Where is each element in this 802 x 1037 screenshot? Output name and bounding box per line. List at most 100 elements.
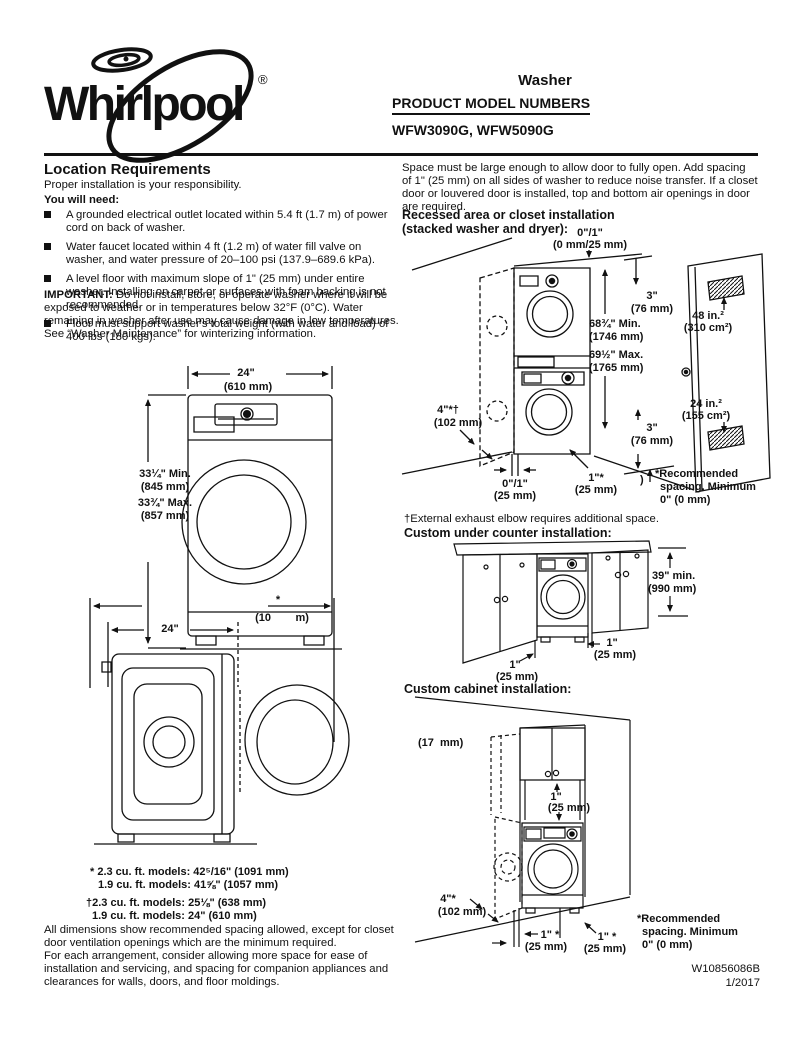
stacked-note-line3: 0" (0 mm) (660, 494, 711, 506)
stacked-top-gap-in: 0"/1" (577, 227, 603, 239)
bullet-square-icon (44, 209, 66, 235)
doc-title: PRODUCT MODEL NUMBERS (392, 95, 591, 115)
side-view-drawing (82, 592, 387, 860)
cab-gap-right-mm: (25 mm) (583, 943, 627, 955)
side-view-diagram: * (10 m) 24" (82, 592, 387, 860)
front-width-mm: (610 mm) (223, 381, 273, 393)
requirements-list: A grounded electrical outlet located wit… (44, 209, 396, 350)
note-all-dimensions: All dimensions show recommended spacing … (44, 924, 394, 949)
footnote-dagger: †2.3 cu. ft. models: 25⅛" (638 mm) 1.9 c… (86, 897, 266, 923)
footnote-line: 1.9 cu. ft. models: 41⅝" (1057 mm) (98, 879, 279, 891)
under-counter-drawing (402, 540, 798, 690)
front-height-min-mm: (845 mm) (140, 481, 190, 493)
cabinet-install-drawing (402, 695, 798, 963)
stacked-bottom-clearance-mm: (76 mm) (630, 435, 674, 447)
recessed-heading: Recessed area or closet installation (st… (402, 208, 615, 236)
uc-gap-right-mm: (25 mm) (593, 649, 637, 661)
uc-gap-left-mm: (25 mm) (495, 671, 539, 683)
section-heading: Location Requirements (44, 161, 211, 178)
under-counter-heading: Custom under counter installation: (404, 526, 612, 540)
logo-swirl-icon (92, 46, 152, 74)
header-right: Washer PRODUCT MODEL NUMBERS WFW3090G, W… (392, 72, 698, 138)
list-item: A grounded electrical outlet located wit… (44, 209, 396, 235)
cabinet-heading: Custom cabinet installation: (404, 682, 572, 696)
stacked-side-clearance-in: 4"*† (437, 404, 459, 416)
stacked-rear-gap-mm: (25 mm) (493, 490, 537, 502)
footnote-line: †2.3 cu. ft. models: 25⅛" (638 mm) (86, 897, 267, 909)
cab-gap-left-in: 1" * (540, 929, 560, 941)
list-item-text: Floor must support washer's total weight… (66, 318, 389, 343)
footnote-line: * 2.3 cu. ft. models: 42⁵/16" (1091 mm) (90, 866, 289, 878)
doc-footer: W10856086B 1/2017 (620, 962, 760, 990)
list-item: Water faucet located within 4 ft (1.2 m)… (44, 241, 396, 267)
list-item-text: A level floor with maximum slope of 1" (… (66, 273, 386, 311)
model-numbers: WFW3090G, WFW5090G (392, 122, 554, 138)
cab-wall-gap-mm: (17 mm) (418, 737, 464, 749)
logo-swoosh-icon (91, 30, 269, 183)
stacked-install-drawing (402, 226, 798, 514)
front-height-max-in: 33¾" Max. (137, 497, 193, 509)
stacked-height-min: 68¾" Min. (589, 318, 641, 330)
list-item: Floor must support washer's total weight… (44, 318, 396, 344)
uc-gap-right-in: 1" (606, 637, 618, 649)
cab-top-gap-in: 1" (550, 791, 562, 803)
header-divider (44, 153, 758, 156)
bullet-square-icon (44, 241, 66, 267)
cab-note-line2: spacing. Minimum (642, 926, 738, 938)
stacked-front-gap-in: 1"* (588, 472, 604, 484)
stacked-height-min-mm: (1746 mm) (589, 331, 644, 343)
stacked-note-line1: *Recommended (655, 468, 739, 480)
side-depth-in: 24" (161, 623, 179, 635)
important-label: IMPORTANT: (44, 289, 113, 301)
cab-note-line3: 0" (0 mm) (642, 939, 693, 951)
stacked-vent-bottom-cm: (155 cm²) (681, 410, 731, 422)
right-intro-text: Space must be large enough to allow door… (402, 162, 758, 213)
front-view-drawing (145, 362, 385, 662)
stacked-front-gap-mm: (25 mm) (574, 484, 618, 496)
logo-registered-mark: ® (258, 72, 268, 87)
cab-side-clearance-in: 4"* (440, 893, 456, 905)
revision-date: 1/2017 (725, 977, 760, 989)
intro-text: Proper installation is your responsibili… (44, 179, 242, 191)
part-number: W10856086B (691, 963, 760, 975)
cab-side-clearance-mm: (102 mm) (437, 906, 487, 918)
important-paragraph: IMPORTANT: Do not install, store, or ope… (44, 289, 400, 341)
list-item-text: Water faucet located within 4 ft (1.2 m)… (66, 241, 375, 266)
list-item: A level floor with maximum slope of 1" (… (44, 273, 396, 312)
stacked-note-line2: spacing. Minimum (660, 481, 756, 493)
stacked-vent-top-area: 48 in.² (692, 310, 724, 322)
footnote-star: * 2.3 cu. ft. models: 42⁵/16" (1091 mm) … (90, 866, 289, 892)
stacked-vent-bottom-area: 24 in.² (690, 398, 722, 410)
logo-wordmark: Whirlpool (44, 78, 243, 131)
product-name: Washer (518, 72, 572, 89)
stacked-bottom-clearance-in: 3" (646, 422, 658, 434)
uc-gap-left-in: 1" (509, 659, 521, 671)
front-view-diagram: 24" (610 mm) 33¼" Min. (845 mm) 33¾" Max… (100, 362, 385, 662)
stacked-paren-mark: ) (640, 474, 644, 486)
cab-gap-right-in: 1" * (597, 931, 617, 943)
cab-gap-left-mm: (25 mm) (524, 941, 568, 953)
you-will-need-label: You will need: (44, 194, 120, 206)
uc-height-min-in: 39" min. (652, 570, 696, 582)
stacked-top-gap-mm: (0 mm/25 mm) (553, 239, 627, 251)
stacked-top-clearance-mm: (76 mm) (630, 303, 674, 315)
side-depth-open-star: * (275, 594, 281, 606)
exhaust-footnote: †External exhaust elbow requires additio… (404, 513, 659, 525)
front-height-min-in: 33¼" Min. (139, 468, 191, 480)
footnote-line: 1.9 cu. ft. models: 24" (610 mm) (92, 910, 257, 922)
whirlpool-logo: Whirlpool ® (44, 32, 268, 150)
under-counter-diagram: 39" min. (990 mm) 1" (25 mm) 1" (25 mm) (402, 540, 798, 690)
stacked-side-clearance-mm: (102 mm) (433, 417, 483, 429)
uc-height-min-mm: (990 mm) (648, 583, 697, 595)
stacked-top-clearance-in: 3" (646, 290, 658, 302)
stacked-vent-top-cm: (310 cm²) (683, 322, 733, 334)
cabinet-install-diagram: (17 mm) 1" (25 mm) 4"* (102 mm) 1" * (25… (402, 695, 798, 963)
note-each-arrangement: For each arrangement, consider allowing … (44, 950, 389, 988)
cab-note-line1: *Recommended (637, 913, 721, 925)
stacked-height-max-mm: (1765 mm) (589, 362, 644, 374)
list-item-text: A grounded electrical outlet located wit… (66, 209, 388, 234)
front-height-max-mm: (857 mm) (140, 510, 190, 522)
stacked-height-max: 69½" Max. (589, 349, 644, 361)
important-text: Do not install, store, or operate washer… (44, 289, 399, 340)
